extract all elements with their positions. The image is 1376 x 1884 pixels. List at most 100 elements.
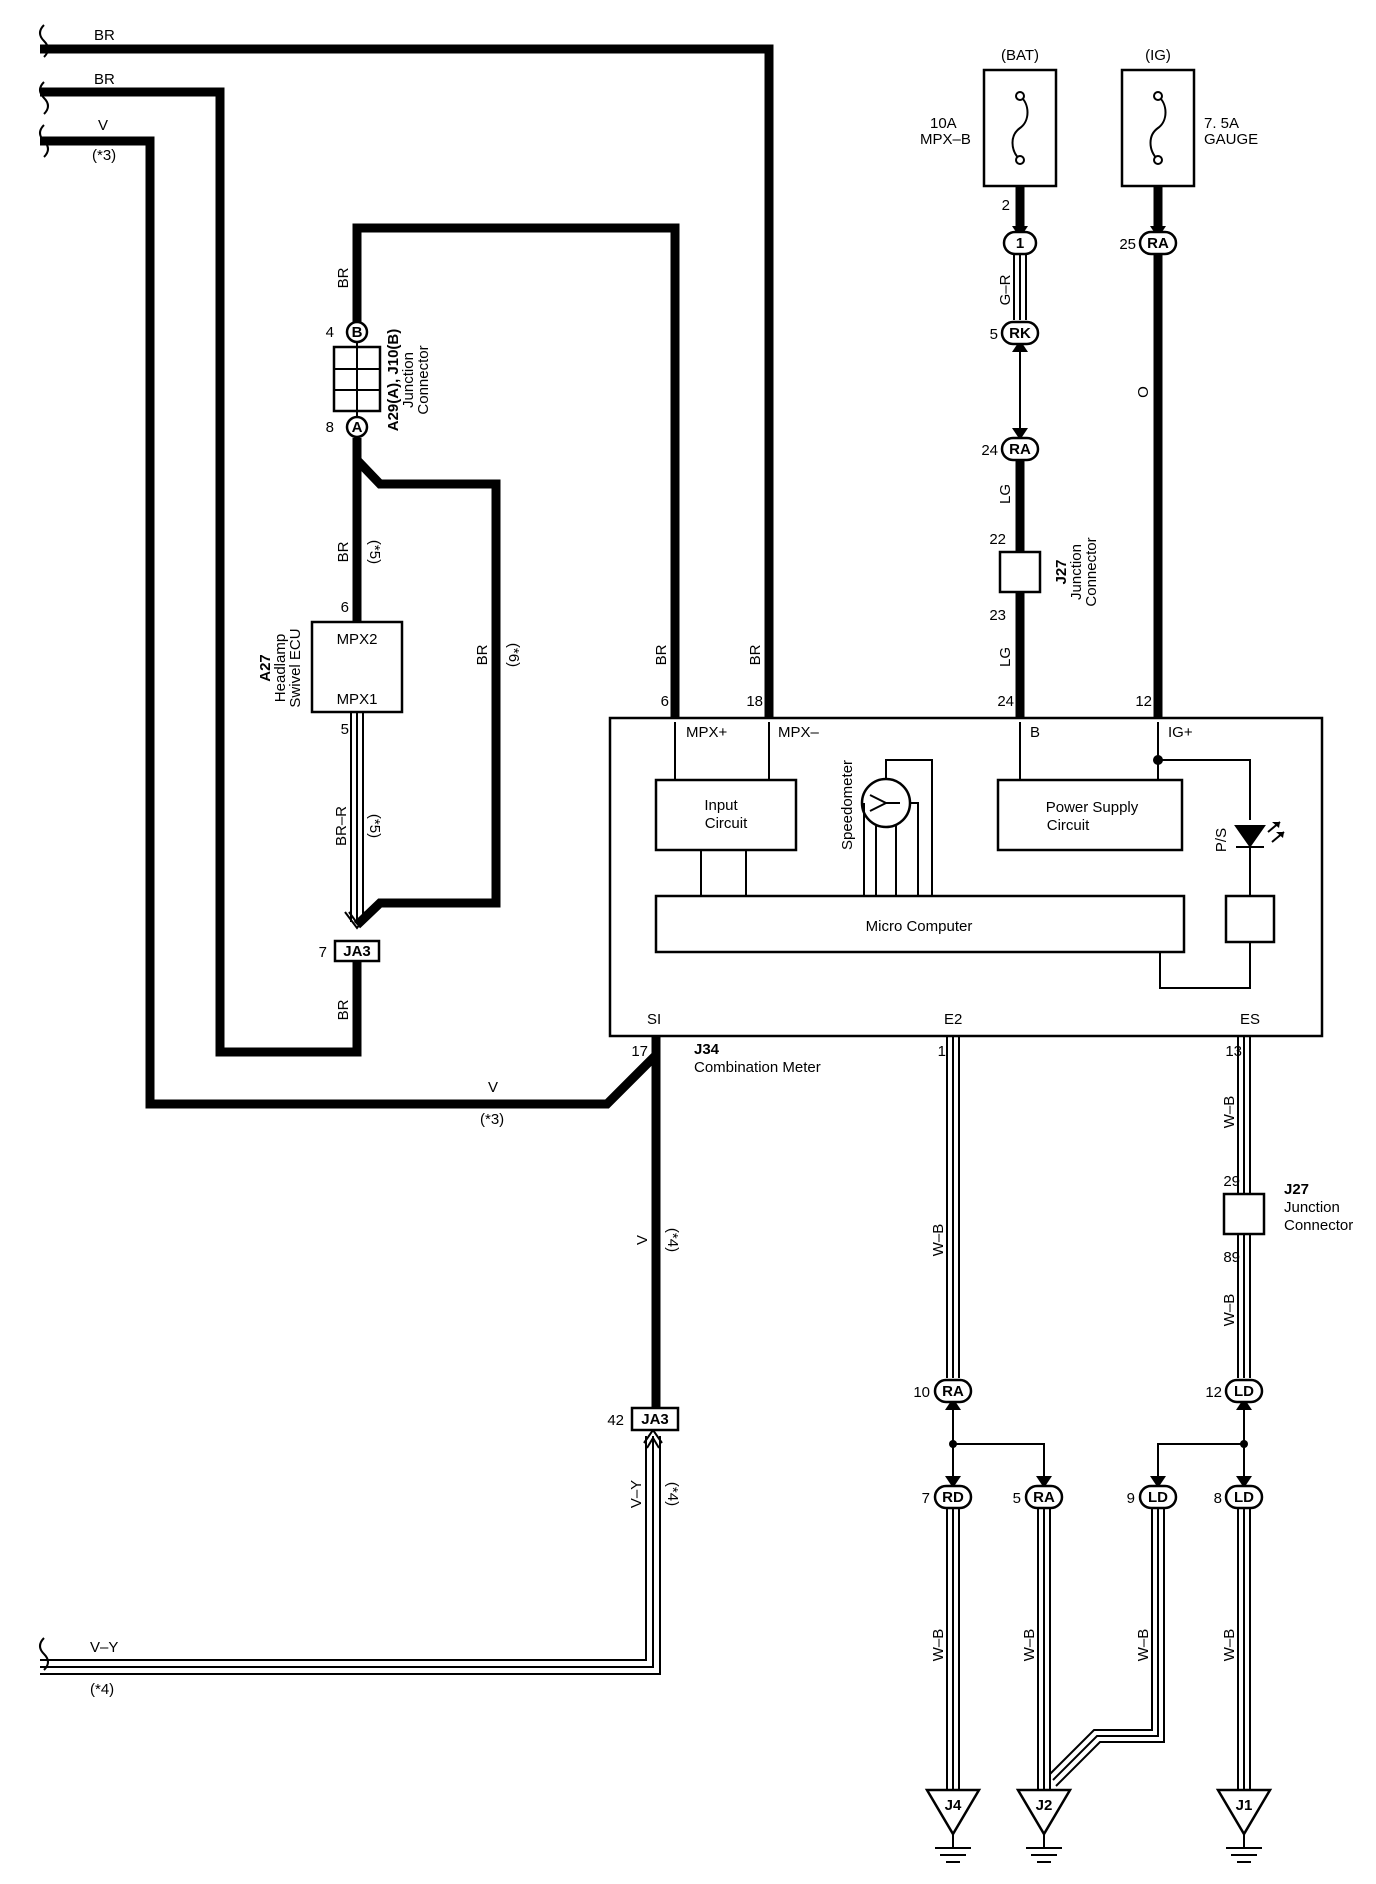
j27-bottom-box bbox=[1222, 1192, 1266, 1236]
j27-top-name-line2: Connector bbox=[1083, 537, 1100, 606]
a27-headlamp-swivel-ecu: MPX2 MPX1 6 5 A27 Headlamp Swivel ECU bbox=[257, 599, 404, 738]
label-br-mpx-minus: BR bbox=[747, 644, 764, 665]
ground-wires bbox=[945, 1036, 1252, 1790]
fuse-ig: (IG) 7. 5A GAUGE bbox=[1120, 47, 1258, 188]
connector-ra5 bbox=[1024, 1484, 1064, 1510]
connector-ra24 bbox=[1000, 436, 1040, 462]
wire-br-mpx-minus bbox=[40, 44, 774, 718]
label-br-top: BR bbox=[94, 27, 115, 44]
label-vy-left: V–Y bbox=[90, 1639, 118, 1656]
connector-ld8-pin: 8 bbox=[1214, 1490, 1222, 1507]
ja3-top-label: JA3 bbox=[343, 943, 371, 960]
connector-ld12 bbox=[1224, 1378, 1264, 1404]
fuse-bat-name: MPX–B bbox=[920, 131, 971, 148]
connector-ra5-pin: 5 bbox=[1013, 1490, 1021, 1507]
connector-ld9 bbox=[1138, 1484, 1178, 1510]
label-wb-j1: W–B bbox=[1221, 1629, 1238, 1662]
label-br-r: BR–R bbox=[333, 806, 350, 846]
label-vy-left-note: (*4) bbox=[90, 1681, 114, 1698]
a29-name-line1: Junction bbox=[400, 352, 417, 408]
connector-ld9-label: LD bbox=[1148, 1489, 1168, 1506]
j27-junction-connector-top: 22 23 J27 Junction Connector bbox=[989, 531, 1100, 624]
fuse-ig-label: (IG) bbox=[1145, 47, 1171, 64]
connector-ra24-pin: 24 bbox=[981, 442, 998, 459]
fuse-ig-name: GAUGE bbox=[1204, 131, 1258, 148]
wire-br-mpx-plus bbox=[352, 223, 680, 718]
connector-rd7-label: RD bbox=[942, 1489, 964, 1506]
label-vy-vertical-note: (*4) bbox=[664, 1482, 681, 1506]
connector-ra10-label: RA bbox=[942, 1383, 964, 1400]
ground-j1: J1 bbox=[1215, 1788, 1273, 1863]
j34-name: Combination Meter bbox=[694, 1059, 821, 1076]
power-supply-circuit-box bbox=[996, 778, 1184, 852]
connector-rk bbox=[1000, 320, 1040, 346]
label-vy-vertical: V–Y bbox=[628, 1480, 645, 1508]
label-v-bottom-note: (*3) bbox=[480, 1111, 504, 1128]
connector-a-label: A bbox=[352, 419, 363, 436]
a29-name-line2: Connector bbox=[415, 345, 432, 414]
j27-bottom-pin-a: 29 bbox=[1223, 1173, 1240, 1190]
ground-j1-icon bbox=[1215, 1788, 1273, 1837]
connector-ra25-label: RA bbox=[1147, 235, 1169, 252]
ja3-bottom-pin: 42 bbox=[607, 1412, 624, 1429]
label-br-loop: BR bbox=[474, 644, 491, 665]
wire-br-ja3 bbox=[40, 87, 362, 1057]
power-supply-line2: Circuit bbox=[1047, 817, 1090, 834]
meter-outline bbox=[608, 716, 1324, 1038]
connector-ra24-label: RA bbox=[1009, 441, 1031, 458]
a27-block bbox=[310, 620, 404, 714]
left-wire-labels: BR BR V (*3) BR BR (*5) BR–R (*5) BR (*6… bbox=[90, 27, 764, 1698]
connector-ld9-pin: 9 bbox=[1127, 1490, 1135, 1507]
ja3-connector-top: JA3 7 bbox=[319, 939, 381, 963]
label-lg-top: LG bbox=[997, 484, 1014, 504]
fuse-ig-rating: 7. 5A bbox=[1204, 115, 1239, 132]
meter-term-es: ES bbox=[1240, 1011, 1260, 1028]
label-br-second: BR bbox=[94, 71, 115, 88]
connector-ld12-label: LD bbox=[1234, 1383, 1254, 1400]
connector-b-label: B bbox=[352, 324, 363, 341]
wire-v-y bbox=[40, 1428, 663, 1675]
j34-code: J34 bbox=[694, 1041, 720, 1058]
label-br-a29-top: BR bbox=[335, 267, 352, 288]
wire-g-r bbox=[1013, 254, 1027, 320]
label-wb-j2: W–B bbox=[1021, 1629, 1038, 1662]
meter-term-ig: IG+ bbox=[1168, 724, 1193, 741]
fuse-bat-label: (BAT) bbox=[1001, 47, 1039, 64]
meter-term-si: SI bbox=[647, 1011, 661, 1028]
connector-rk-label: RK bbox=[1009, 325, 1031, 342]
label-v-top-note: (*3) bbox=[92, 147, 116, 164]
ground-j4: J4 bbox=[924, 1788, 982, 1863]
label-br-loop-note: (*6) bbox=[505, 643, 522, 667]
meter-pin-es: 13 bbox=[1225, 1043, 1242, 1060]
j27-top-pin-b: 23 bbox=[989, 607, 1006, 624]
wire-br-r bbox=[344, 713, 370, 930]
label-br-a29-bottom-note: (*5) bbox=[366, 540, 383, 564]
j27-top-box bbox=[998, 550, 1042, 594]
connector-1 bbox=[1002, 230, 1038, 256]
ground-j2: J2 bbox=[1015, 1788, 1073, 1863]
label-br-mpx-plus: BR bbox=[653, 644, 670, 665]
label-wb-ld9: W–B bbox=[1135, 1629, 1152, 1662]
meter-pin-si: 17 bbox=[631, 1043, 648, 1060]
connector-ld8-label: LD bbox=[1234, 1489, 1254, 1506]
label-wb-j4: W–B bbox=[930, 1629, 947, 1662]
label-br-r-note: (*5) bbox=[366, 814, 383, 838]
label-v-si-note: (*4) bbox=[664, 1228, 681, 1252]
j27-bottom-name-line2: Connector bbox=[1284, 1217, 1353, 1234]
left-wire-harness bbox=[40, 44, 774, 1408]
micro-computer-label: Micro Computer bbox=[866, 918, 973, 935]
ground-j2-icon bbox=[1015, 1788, 1073, 1837]
input-circuit-line2: Circuit bbox=[705, 815, 748, 832]
meter-pin-mpx-minus: 18 bbox=[746, 693, 763, 710]
j27-bottom-pin-b: 89 bbox=[1223, 1249, 1240, 1266]
label-v-top: V bbox=[98, 117, 108, 134]
j27-top-pin-a: 22 bbox=[989, 531, 1006, 548]
label-v-si: V bbox=[634, 1235, 651, 1245]
input-circuit-box bbox=[654, 778, 798, 852]
j34-combination-meter: 6 18 24 12 MPX+ MPX– B IG+ Input Circuit… bbox=[608, 693, 1324, 1076]
meter-pin-b: 24 bbox=[997, 693, 1014, 710]
connector-rk-pin: 5 bbox=[990, 326, 998, 343]
ja3-bottom-box bbox=[630, 1406, 680, 1432]
label-lg-bottom: LG bbox=[997, 647, 1014, 667]
